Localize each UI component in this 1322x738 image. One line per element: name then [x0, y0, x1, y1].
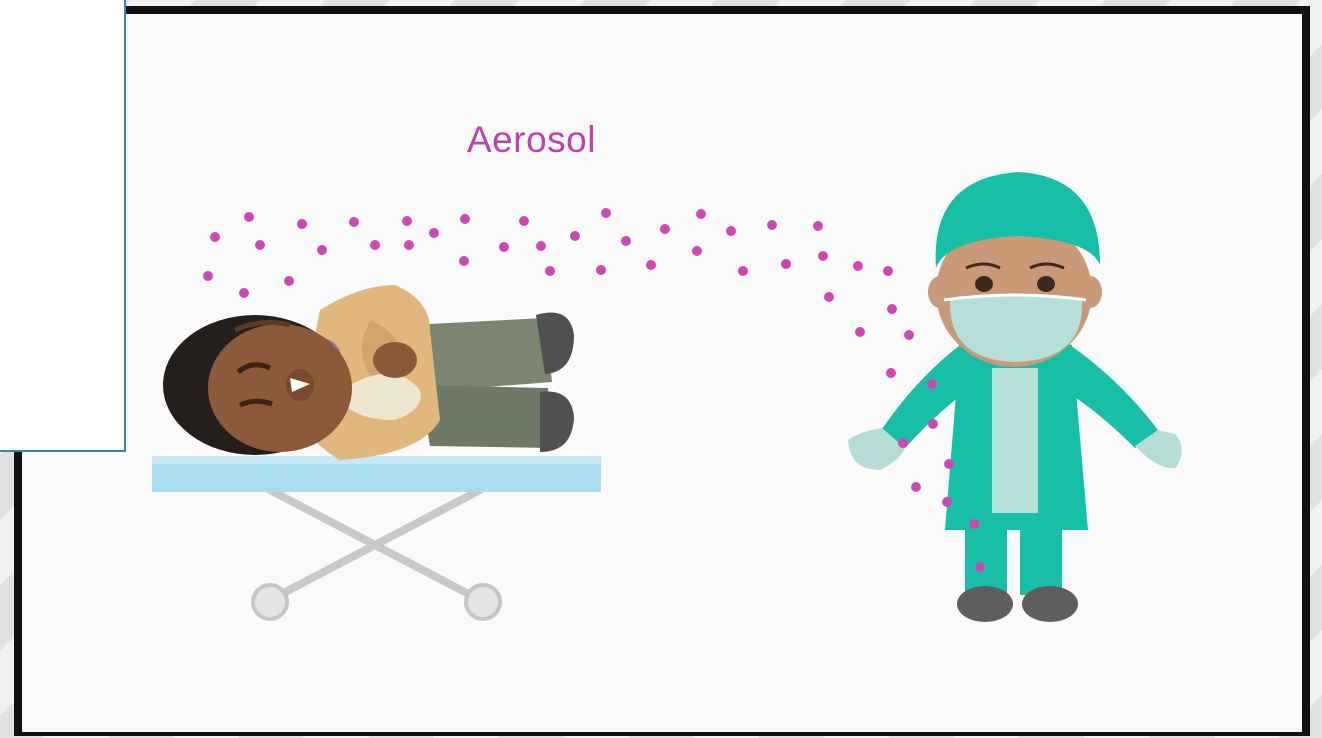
wheel-right: [466, 585, 500, 619]
aerosol-label: Aerosol: [467, 119, 596, 161]
patient: [163, 285, 574, 460]
wheel-left: [253, 585, 287, 619]
health-worker: [848, 172, 1182, 622]
stretcher: [152, 456, 601, 619]
